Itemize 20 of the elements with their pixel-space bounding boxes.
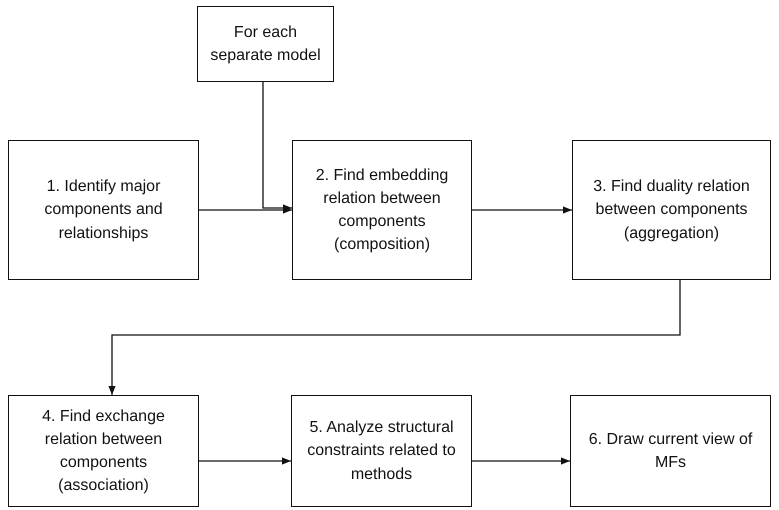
box-text: 5. Analyze structural constraints related to methods — [306, 418, 457, 485]
box-text: 1. Identify major components and relationships — [43, 177, 164, 244]
box-text: 2. Find embedding relation between components (composition) — [314, 166, 450, 256]
arrow — [472, 457, 570, 465]
box-text: 6. Draw current view of MFs — [588, 430, 754, 473]
box-text: For each separate model — [209, 22, 322, 66]
arrow — [108, 280, 681, 395]
arrow — [262, 82, 292, 212]
arrow — [472, 206, 572, 214]
process-box — [197, 6, 334, 82]
arrow — [199, 206, 292, 214]
process-box — [570, 395, 771, 507]
process-box — [572, 140, 771, 280]
process-box — [8, 140, 199, 280]
process-box — [8, 395, 199, 507]
process-box — [292, 140, 472, 280]
box-text: 4. Find exchange relation between components (association) — [41, 406, 166, 496]
box-text: 3. Find duality relation between components (aggregation) — [592, 177, 751, 244]
arrow — [199, 457, 291, 465]
process-box — [291, 395, 472, 507]
